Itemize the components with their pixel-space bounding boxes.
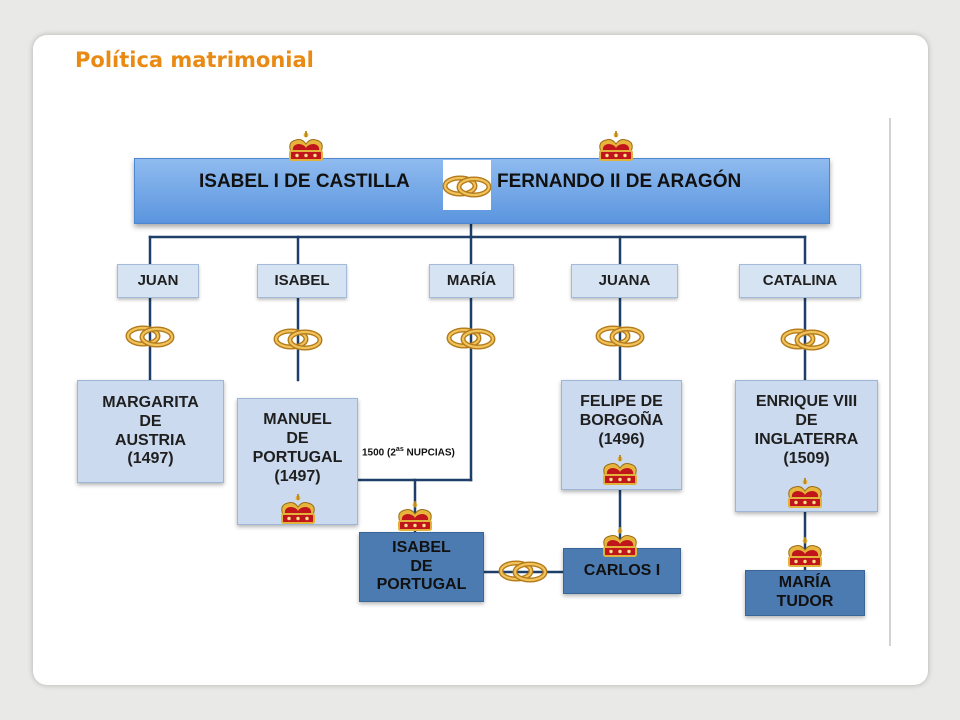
spouse-enrique-viii: ENRIQUE VIII DE INGLATERRA (1509) (735, 380, 878, 512)
spouse-year: (1509) (783, 449, 830, 467)
child-isabel: ISABEL (257, 264, 347, 298)
child-juan: JUAN (117, 264, 199, 298)
spouse-year: (1497) (274, 467, 321, 485)
child-maria: MARÍA (429, 264, 514, 298)
grandchild-name-line: TUDOR (776, 593, 834, 610)
child-catalina: CATALINA (739, 264, 861, 298)
grandchild-name-line: PORTUGAL (376, 576, 467, 594)
crown-icon (280, 493, 316, 524)
wedding-rings-icon (128, 328, 172, 345)
spouse-name-line: FELIPE DE (580, 393, 663, 410)
spouse-year: (1497) (127, 450, 174, 468)
wedding-rings-icon (501, 563, 545, 580)
spouse-margarita-austria: MARGARITA DE AUSTRIA (1497) (77, 380, 224, 483)
spouse-name-line: PORTUGAL (252, 448, 343, 466)
note-suffix: NUPCIAS) (403, 447, 455, 459)
grandchild-maria-tudor: MARÍA TUDOR (745, 570, 865, 616)
spouse-name-line: AUSTRIA (114, 431, 187, 449)
wedding-rings-icon (598, 328, 642, 345)
spouse-name-line: DE (139, 412, 162, 430)
note-prefix: 1500 (2 (362, 447, 396, 459)
spouse-felipe-borgona: FELIPE DE BORGOÑA (1496) (561, 380, 682, 490)
crown-icon (602, 454, 638, 485)
slide-divider (889, 118, 891, 646)
crown-icon (602, 526, 638, 557)
wedding-rings-icon (445, 178, 489, 195)
fernando-aragon-label: FERNANDO II DE ARAGÓN (497, 171, 742, 192)
spouse-name-line: DE (795, 411, 818, 429)
grandchild-name-line: MARÍA (778, 574, 832, 592)
grandchild-isabel-portugal: ISABEL DE PORTUGAL (359, 532, 484, 602)
spouse-year: (1496) (598, 430, 645, 448)
wedding-rings-icon (783, 331, 827, 348)
wedding-rings-icon (449, 330, 493, 347)
spouse-name-line: MARGARITA (102, 393, 199, 411)
spouse-name-line: DE (286, 429, 309, 447)
second-marriage-note: 1500 (2as NUPCIAS) (362, 446, 455, 458)
crown-icon (787, 536, 823, 567)
crown-icon (787, 477, 823, 508)
grandchild-name-line: ISABEL (392, 538, 451, 556)
grandchild-name-line: DE (410, 557, 433, 575)
spouse-name-line: INGLATERRA (754, 430, 859, 448)
slide-title: Política matrimonial (75, 48, 314, 72)
note-superscript: as (395, 446, 404, 453)
parents-rings-frame (443, 160, 491, 210)
crown-icon (397, 500, 433, 531)
crown-icon (598, 130, 634, 161)
crown-icon (288, 130, 324, 161)
spouse-name-line: MANUEL (263, 411, 332, 428)
child-juana: JUANA (571, 264, 678, 298)
spouse-name-line: BORGOÑA (579, 411, 664, 429)
wedding-rings-icon (276, 331, 320, 348)
isabel-castilla-label: ISABEL I DE CASTILLA (199, 171, 410, 192)
spouse-name-line: ENRIQUE VIII (755, 393, 858, 410)
grandchild-carlos-i: CARLOS I (563, 548, 681, 594)
spouse-manuel-portugal: MANUEL DE PORTUGAL (1497) (237, 398, 358, 525)
